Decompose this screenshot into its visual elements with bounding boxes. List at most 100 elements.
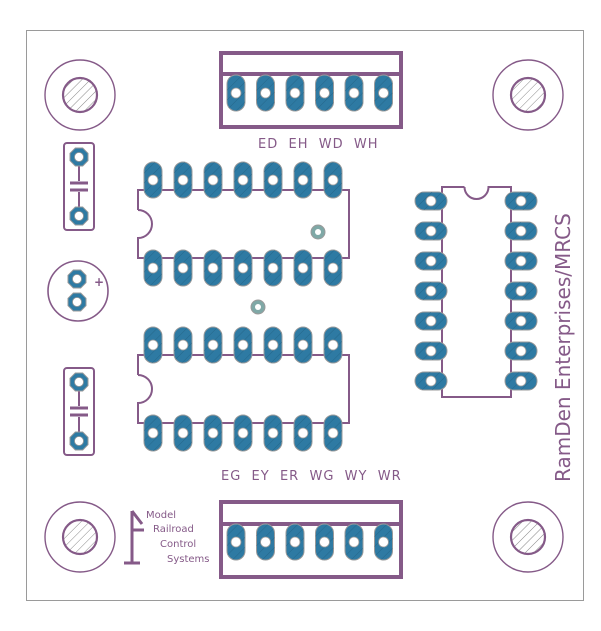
- electrolytic-outline: [47, 260, 109, 322]
- bottom-terminal-pin: [374, 523, 393, 561]
- pad-drill: [237, 427, 249, 439]
- ic-pin: [173, 249, 193, 287]
- pad-drill: [72, 297, 82, 307]
- ic-right: [441, 186, 512, 398]
- ic-pin: [323, 161, 343, 199]
- ic-bottom: [137, 354, 350, 424]
- pad-drill: [297, 262, 309, 274]
- via: [250, 299, 266, 315]
- pad-drill: [74, 211, 84, 221]
- pad-drill: [177, 427, 189, 439]
- pad-drill: [267, 339, 279, 351]
- pad-drill: [289, 87, 301, 99]
- board-outline: [26, 30, 584, 601]
- pad-drill: [237, 174, 249, 186]
- pad-drill: [319, 87, 330, 99]
- ic-body: [137, 354, 350, 424]
- via: [310, 224, 326, 240]
- ic-pin: [173, 161, 193, 199]
- pad-drill: [230, 536, 242, 548]
- top-terminal-pin: [374, 74, 393, 112]
- pad-drill: [147, 427, 159, 439]
- pad-drill: [515, 345, 527, 357]
- bottom-terminal-block: [219, 500, 403, 579]
- ic-pin: [414, 311, 448, 331]
- ic-pin: [263, 414, 283, 452]
- bottom-terminal-pin: [315, 523, 334, 561]
- ic-pin: [143, 414, 163, 452]
- top-terminal-pin: [344, 74, 364, 112]
- ic-pin: [414, 221, 448, 241]
- pad-drill: [72, 274, 82, 284]
- mounting-hole: [492, 501, 564, 573]
- ic-pin: [263, 249, 283, 287]
- mounting-hole-ring: [492, 501, 564, 573]
- ic-pin: [203, 161, 223, 199]
- ic-pin: [504, 191, 538, 211]
- ic-pin: [173, 414, 193, 452]
- ic-pin: [293, 414, 313, 452]
- pad-drill: [515, 285, 527, 297]
- pad-drill: [425, 225, 437, 237]
- ic-pin: [293, 161, 313, 199]
- ic-pin: [173, 326, 193, 364]
- pad-drill: [327, 427, 339, 439]
- ic-pin: [143, 161, 163, 199]
- ic-pin: [233, 249, 253, 287]
- pad-drill: [177, 339, 189, 351]
- ic-pin: [233, 414, 253, 452]
- ic-body: [137, 189, 350, 259]
- pad-drill: [425, 315, 437, 327]
- mounting-hole: [44, 59, 116, 131]
- bottom-terminal-pin: [226, 523, 246, 561]
- ic-pin: [414, 371, 448, 391]
- ic-pin: [263, 161, 283, 199]
- pad-drill: [147, 262, 159, 274]
- pad-drill: [425, 195, 437, 207]
- logo-line-systems: Systems: [167, 554, 210, 565]
- ic-pin: [293, 326, 313, 364]
- pad-drill: [515, 315, 527, 327]
- capacitor-pin: [69, 372, 89, 392]
- ic-pin: [414, 191, 448, 211]
- pad-drill: [230, 87, 242, 99]
- terminal-block-body: [219, 500, 403, 579]
- pad-drill: [297, 174, 309, 186]
- pad-drill: [177, 174, 189, 186]
- pad-drill: [147, 339, 159, 351]
- capacitor-c1: [63, 142, 95, 231]
- bottom-connector-label: EG EY ER WG WY WR: [221, 469, 402, 484]
- mounting-hole-drill: [509, 518, 547, 556]
- pad-drill: [207, 339, 219, 351]
- ic-pin: [203, 249, 223, 287]
- signal-arm: [130, 510, 144, 525]
- terminal-block-body: [219, 51, 403, 129]
- ic-pin: [504, 341, 538, 361]
- ic-pin: [203, 414, 223, 452]
- electrolytic-pin: [67, 292, 87, 312]
- top-terminal-pin: [226, 74, 246, 112]
- pad-drill: [207, 427, 219, 439]
- mounting-hole-ring: [492, 59, 564, 131]
- capacitor-pin: [69, 206, 89, 226]
- ic-pin: [143, 326, 163, 364]
- top-terminal-pin: [285, 74, 305, 112]
- pad-drill: [260, 536, 271, 548]
- pad-drill: [267, 262, 279, 274]
- ic-pin: [414, 251, 448, 271]
- pad-drill: [237, 339, 249, 351]
- pad-drill: [425, 375, 437, 387]
- mounting-hole-drill: [61, 518, 99, 556]
- pad-drill: [378, 536, 389, 548]
- mounting-hole-ring: [44, 59, 116, 131]
- pad-drill: [515, 195, 527, 207]
- ic-pin: [414, 341, 448, 361]
- pad-drill: [515, 375, 527, 387]
- pad-drill: [515, 225, 527, 237]
- pad-drill: [267, 174, 279, 186]
- ic-pin: [203, 326, 223, 364]
- pads: [67, 74, 538, 561]
- pad-drill: [348, 536, 360, 548]
- pad-drill: [327, 262, 339, 274]
- mounting-hole-drill: [61, 76, 99, 114]
